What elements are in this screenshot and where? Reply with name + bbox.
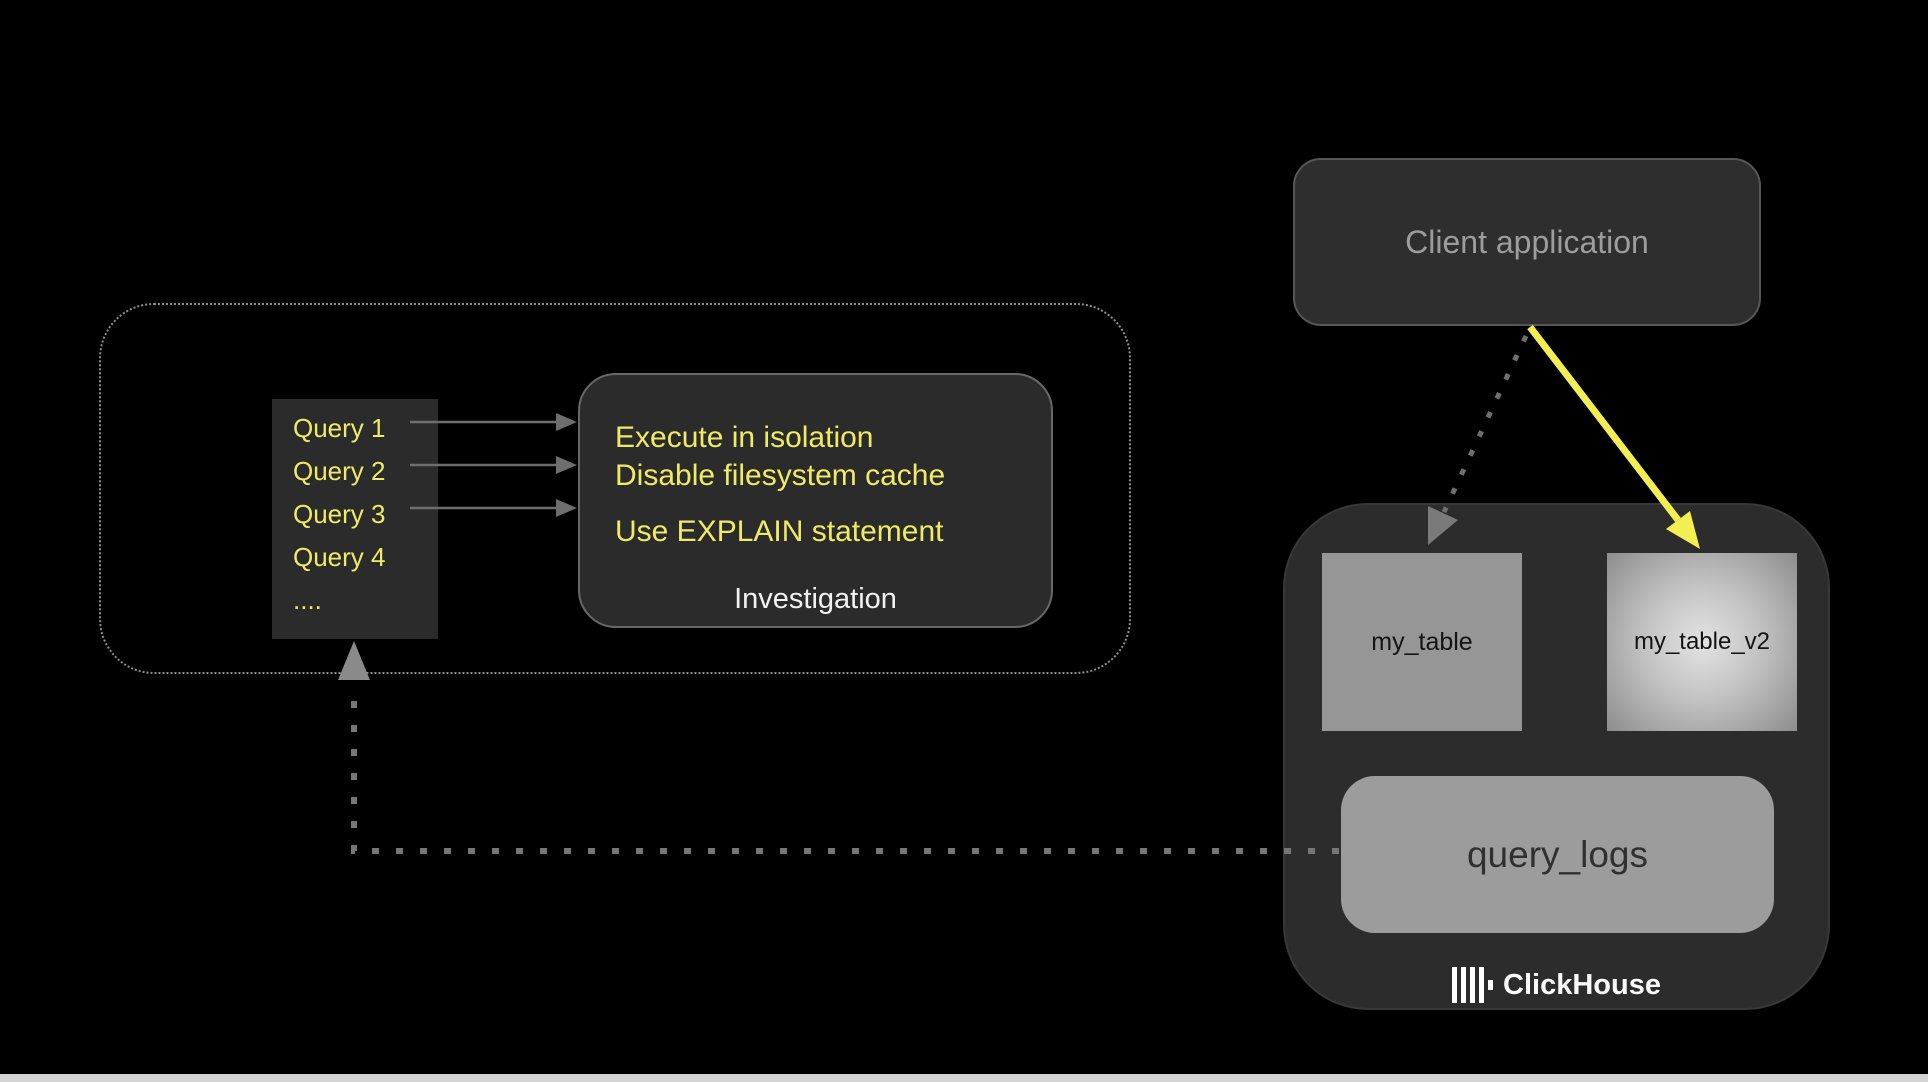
query-logs-label: query_logs bbox=[1466, 833, 1648, 875]
investigation-label: Investigation bbox=[734, 583, 897, 615]
query-list-item: Query 4 bbox=[293, 542, 386, 572]
investigation-tip: Disable filesystem cache bbox=[615, 459, 946, 492]
query-list-item: Query 1 bbox=[293, 413, 386, 443]
query-logs-box: query_logs bbox=[1341, 776, 1774, 933]
clickhouse-brand-label: ClickHouse bbox=[1503, 968, 1661, 1001]
investigation-tip: Execute in isolation bbox=[615, 421, 874, 454]
investigation-group-outline bbox=[99, 303, 1131, 674]
clickhouse-brand: ClickHouse bbox=[1285, 965, 1828, 1005]
query-list-item: .... bbox=[293, 585, 322, 615]
clickhouse-logo-icon bbox=[1452, 967, 1494, 1003]
my-table-label: my_table bbox=[1371, 627, 1473, 656]
my-table-v2-box: my_table_v2 bbox=[1607, 553, 1797, 731]
clickhouse-container: my_table my_table_v2 query_logs ClickHou… bbox=[1283, 503, 1830, 1010]
my-table-box: my_table bbox=[1322, 553, 1522, 731]
client-application-label: Client application bbox=[1405, 223, 1649, 260]
client-application-box: Client application bbox=[1293, 158, 1761, 326]
query-list-item: Query 3 bbox=[293, 499, 386, 529]
query-list-item: Query 2 bbox=[293, 456, 386, 486]
investigation-panel: Execute in isolation Disable filesystem … bbox=[578, 373, 1053, 628]
query-list-panel: Query 1 Query 2 Query 3 Query 4 .... bbox=[272, 399, 438, 639]
investigation-tip: Use EXPLAIN statement bbox=[615, 515, 944, 548]
my-table-v2-label: my_table_v2 bbox=[1633, 628, 1771, 655]
bottom-edge-strip bbox=[0, 1074, 1928, 1082]
